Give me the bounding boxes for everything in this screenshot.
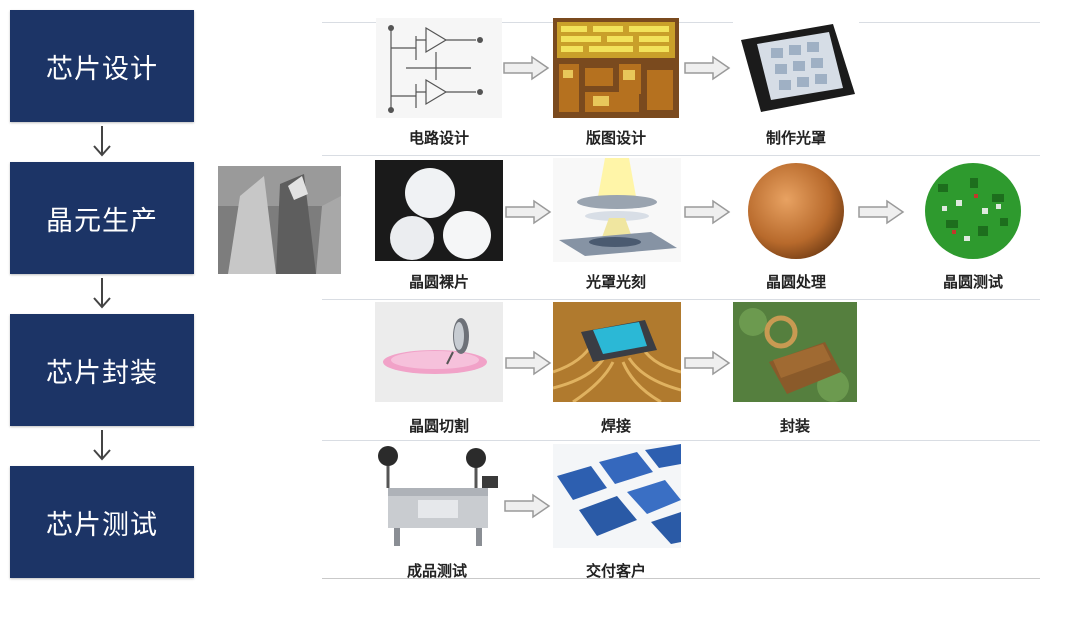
row-divider bbox=[322, 299, 1040, 300]
row-divider bbox=[322, 578, 1040, 579]
bare-wafers-icon bbox=[375, 160, 503, 261]
step-label: 交付客户 bbox=[585, 562, 646, 580]
right-arrow-icon bbox=[858, 199, 905, 225]
stage-chip-testing: 芯片测试 bbox=[10, 466, 194, 578]
step-label: 版图设计 bbox=[585, 129, 646, 147]
photomask-icon bbox=[733, 18, 859, 118]
stage-label: 芯片封装 bbox=[46, 357, 158, 389]
step-label: 电路设计 bbox=[408, 129, 469, 147]
stage-label: 晶元生产 bbox=[46, 205, 158, 237]
chip-layout-icon bbox=[553, 18, 679, 118]
finished-chips-icon bbox=[553, 444, 681, 548]
step-label: 成品测试 bbox=[406, 562, 467, 580]
step-label: 晶圆处理 bbox=[765, 273, 826, 291]
silicon-ingot-icon bbox=[218, 166, 341, 274]
step-label: 光罩光刻 bbox=[585, 273, 646, 291]
step-label: 晶圆测试 bbox=[942, 273, 1003, 291]
right-arrow-icon bbox=[684, 55, 731, 81]
wafer-test-icon bbox=[912, 160, 1034, 262]
lithography-icon bbox=[553, 158, 681, 262]
row-divider bbox=[322, 440, 1040, 441]
right-arrow-icon bbox=[505, 199, 552, 225]
stage-chip-packaging: 芯片封装 bbox=[10, 314, 194, 426]
wafer-dicing-icon bbox=[375, 302, 503, 402]
step-label: 晶圆切割 bbox=[408, 417, 469, 435]
stage-label: 芯片测试 bbox=[46, 509, 158, 541]
right-arrow-icon bbox=[503, 55, 550, 81]
right-arrow-icon bbox=[505, 350, 552, 376]
packaged-chip-icon bbox=[733, 302, 857, 402]
stage-wafer-production: 晶元生产 bbox=[10, 162, 194, 274]
step-label: 封装 bbox=[779, 417, 810, 435]
circuit-schematic-icon bbox=[376, 18, 502, 118]
row-divider bbox=[322, 155, 1040, 156]
step-label: 焊接 bbox=[600, 417, 631, 435]
down-arrow-icon bbox=[93, 126, 111, 157]
right-arrow-icon bbox=[684, 350, 731, 376]
wire-bonding-icon bbox=[553, 302, 681, 402]
down-arrow-icon bbox=[93, 430, 111, 461]
step-label: 制作光罩 bbox=[765, 129, 826, 147]
down-arrow-icon bbox=[93, 278, 111, 309]
row-divider bbox=[322, 22, 1040, 23]
step-label: 晶圆裸片 bbox=[408, 273, 469, 291]
right-arrow-icon bbox=[504, 493, 551, 519]
processed-wafer-icon bbox=[733, 160, 859, 262]
test-equipment-icon bbox=[372, 444, 502, 548]
right-arrow-icon bbox=[684, 199, 731, 225]
stage-label: 芯片设计 bbox=[46, 53, 158, 85]
stage-chip-design: 芯片设计 bbox=[10, 10, 194, 122]
